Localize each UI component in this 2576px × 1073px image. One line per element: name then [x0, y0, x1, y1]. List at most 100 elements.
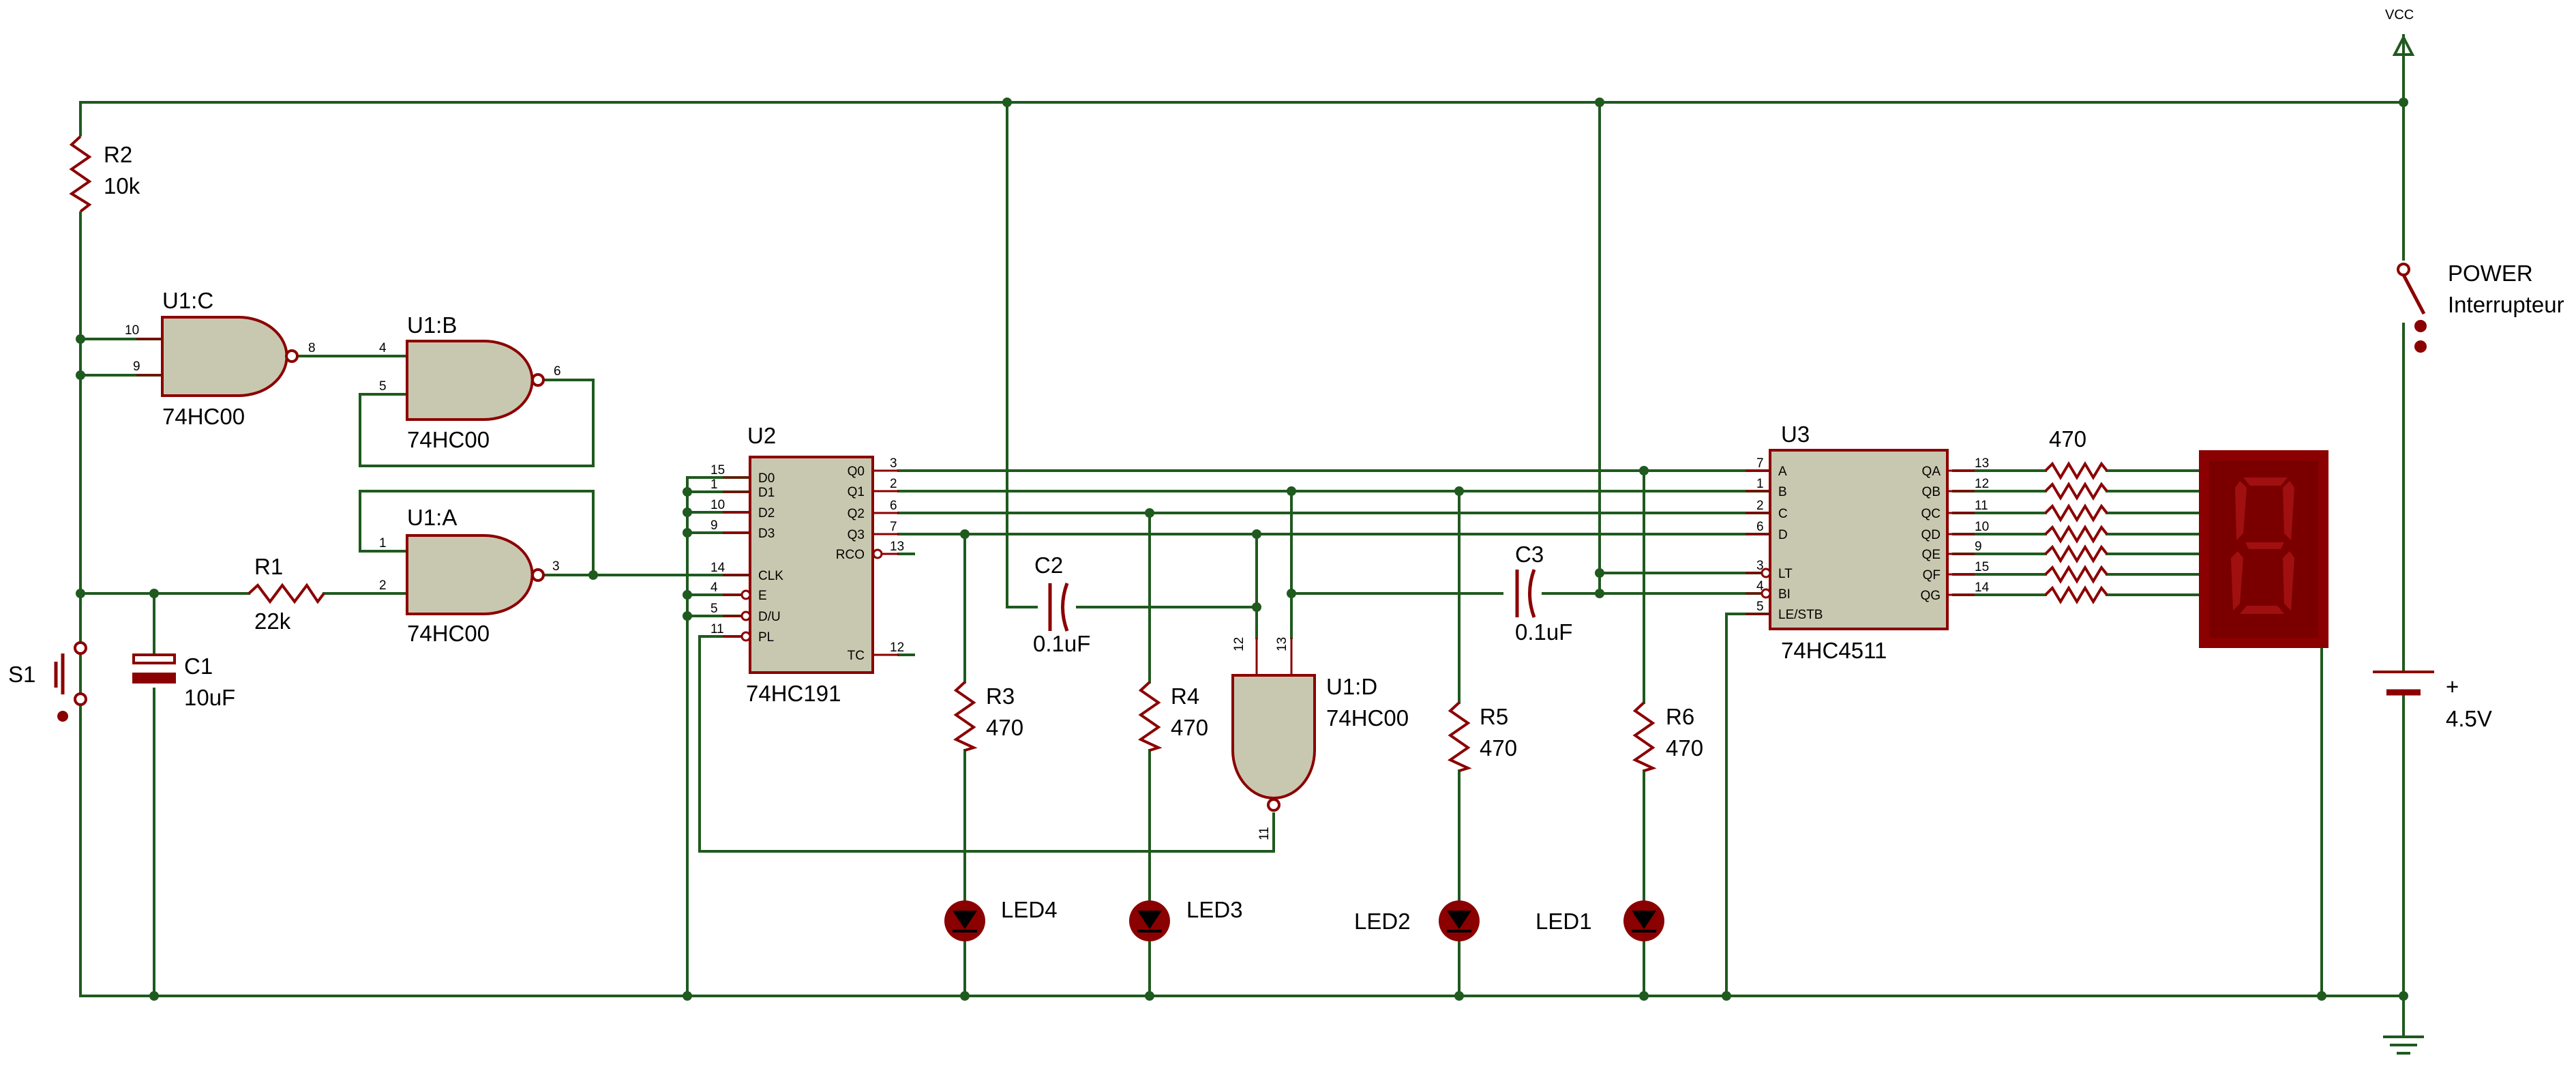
nand-gate-u1d: 12 13 11 U1:D 74HC00: [1231, 637, 1409, 840]
u3-part: 74HC4511: [1781, 638, 1887, 663]
u1d-ref: U1:D: [1326, 674, 1377, 699]
u1c-pin-out: 8: [308, 341, 316, 355]
resistor-r1: R1 22k: [248, 554, 325, 634]
u3-pin-number: 14: [1975, 580, 1990, 595]
u3-pin-name: LE/STB: [1778, 608, 1823, 622]
led4-ref: LED4: [1001, 897, 1058, 922]
battery-value: 4.5V: [2446, 706, 2492, 731]
rpack-resistor: [2044, 585, 2108, 604]
r6-value: 470: [1666, 735, 1703, 761]
resistor-r6: R6 470: [1632, 701, 1703, 772]
rpack-resistor: [2044, 544, 2108, 563]
resistor-r5: R5 470: [1447, 701, 1517, 772]
r6-ref: R6: [1666, 704, 1694, 729]
u3-pin-name: QB: [1922, 485, 1941, 499]
c2-ref: C2: [1034, 553, 1063, 578]
u1c-pin-in1: 10: [125, 323, 139, 338]
u1a-ref: U1:A: [407, 505, 457, 530]
u3-pin-number: 1: [1756, 477, 1764, 491]
u2-pin-number: 7: [890, 520, 897, 534]
vcc-symbol: VCC: [2385, 8, 2415, 56]
nand-gate-u1c: 10 9 8 U1:C 74HC00: [125, 288, 316, 429]
resistor-r2: R2 10k: [68, 135, 140, 213]
u2-pin-number: 6: [890, 499, 897, 513]
c1-ref: C1: [184, 653, 213, 679]
u3-pin-number: 7: [1756, 456, 1764, 471]
u3-pin-number: 3: [1756, 559, 1764, 573]
segment-g: [2245, 542, 2284, 549]
u2-pin-name: D1: [758, 486, 775, 500]
power-switch-value: Interrupteur: [2448, 292, 2564, 317]
u2-pin-number: 9: [710, 518, 718, 533]
r3-value: 470: [986, 715, 1023, 740]
u3-pin-name: C: [1778, 507, 1788, 521]
u3-pin-name: BI: [1778, 587, 1791, 602]
u1b-pin-out: 6: [554, 364, 561, 379]
s1-ref: S1: [8, 662, 35, 687]
u3-pin-name: LT: [1778, 567, 1793, 581]
segment-a: [2243, 477, 2288, 486]
u3-pin-number: 10: [1975, 520, 1989, 534]
u1d-pin-in1: 12: [1232, 637, 1246, 651]
u2-ref: U2: [747, 423, 776, 448]
u1a-part: 74HC00: [407, 621, 490, 646]
u3-pin-number: 6: [1756, 520, 1764, 534]
resistor-pack: 470: [2044, 426, 2108, 604]
u2-pin-number: 2: [890, 477, 897, 491]
u3-pin-number: 5: [1756, 600, 1764, 614]
u2-pin-name: D3: [758, 527, 775, 541]
c1-value: 10uF: [184, 685, 235, 710]
u3-pin-name: QF: [1923, 568, 1941, 583]
led3-ref: LED3: [1186, 897, 1243, 922]
resistor-r4: R4 470: [1137, 681, 1208, 752]
u1b-pin-in1: 4: [379, 341, 387, 355]
capacitor-c2: C2 0.1uF: [1033, 553, 1090, 656]
segment-f: [2235, 481, 2247, 540]
r2-ref: R2: [104, 142, 132, 167]
r4-value: 470: [1171, 715, 1208, 740]
seven-segment-display: [2199, 450, 2328, 648]
r5-value: 470: [1480, 735, 1517, 761]
u3-pin-number: 9: [1975, 540, 1982, 554]
rpack-resistor: [2044, 461, 2108, 480]
vcc-label: VCC: [2385, 8, 2414, 23]
u1c-part: 74HC00: [162, 404, 245, 429]
u1a-pin-out: 3: [552, 559, 560, 574]
u3-pin-number: 13: [1975, 456, 1989, 471]
u2-pin-name: CLK: [758, 569, 783, 583]
u2-pin-name: D/U: [758, 610, 781, 624]
rpack-resistor: [2044, 503, 2108, 523]
u1d-pin-in2: 13: [1275, 637, 1289, 651]
junctions: [76, 98, 2408, 1001]
r1-ref: R1: [254, 554, 283, 579]
u2-pin-number: 10: [710, 498, 725, 512]
rpack-resistor: [2044, 525, 2108, 544]
capacitor-c1: C1 10uF: [132, 653, 235, 710]
u1b-ref: U1:B: [407, 312, 457, 338]
u2-pin-number: 1: [710, 477, 718, 492]
nand-gate-u1b: 4 5 6 U1:B 74HC00: [379, 312, 561, 452]
wires: [61, 53, 2405, 1038]
u1a-pin-in2: 2: [379, 578, 387, 593]
led-led4: LED4: [944, 897, 1058, 941]
switch-s1[interactable]: S1: [8, 634, 87, 722]
led1-ref: LED1: [1536, 909, 1592, 934]
u2-pin-number: 4: [710, 580, 718, 595]
c2-value: 0.1uF: [1033, 631, 1090, 656]
r4-ref: R4: [1171, 684, 1199, 709]
u1c-pin-in2: 9: [133, 359, 140, 374]
u2-pin-number: 5: [710, 602, 718, 616]
r3-ref: R3: [986, 684, 1015, 709]
u3-pin-number: 4: [1756, 579, 1764, 593]
resistor-r3: R3 470: [953, 681, 1023, 752]
segment-b: [2283, 481, 2294, 540]
led-led3: LED3: [1129, 897, 1243, 941]
power-switch[interactable]: POWER Interrupteur: [2397, 261, 2564, 353]
u1b-pin-in2: 5: [379, 379, 387, 394]
u2-pin-name: RCO: [836, 548, 865, 562]
u3-pin-name: QG: [1920, 589, 1941, 603]
u2-pin-name: D0: [758, 471, 775, 486]
u3-pin-number: 12: [1975, 477, 1989, 491]
